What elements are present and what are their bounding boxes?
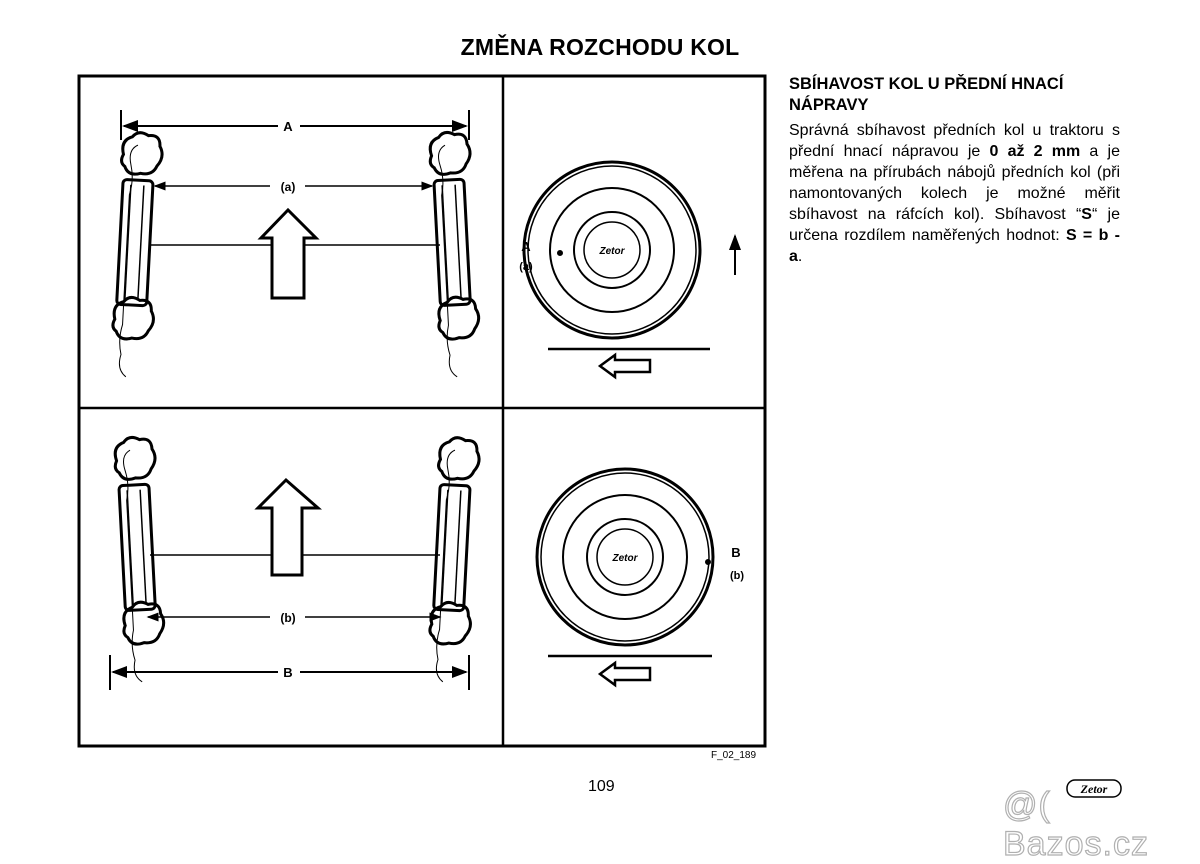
page-number: 109 [588,778,615,795]
hub-logo: Zetor [599,246,626,257]
toe-in-value: 0 až 2 mm [989,143,1081,160]
top-view-rear [109,434,482,690]
top-view-toe-in [108,110,484,380]
formula: S = b - a [789,227,1121,265]
zetor-logo: Zetor [1066,779,1122,798]
mark-B-label: B [731,545,740,560]
section-paragraph: Správná sbíhavost předních kol u traktor… [789,120,1120,267]
svg-text:Zetor: Zetor [1080,782,1108,796]
dimension-B-label: B [283,665,292,680]
section-heading: SBÍHAVOST KOL U PŘEDNÍ HNACÍ NÁPRAVY [789,75,1064,114]
watermark: @( Bazos.cz [1002,785,1149,863]
page-title: ZMĚNA ROZCHODU KOL [460,34,740,60]
symbol-s: S [1081,206,1092,223]
mark-a-label: (a) [519,261,533,273]
wheel-side-view-front [522,160,741,380]
dimension-a-label: (a) [281,180,296,194]
figure-id: F_02_189 [711,750,757,761]
text: “ je určena rozdílem naměřených hodnot: [789,206,1121,244]
section-text: SBÍHAVOST KOL U PŘEDNÍ HNACÍ NÁPRAVY Spr… [789,74,1120,267]
text: Správná sbíhavost předních kol u traktor… [789,122,1120,160]
wheel-side-view-rear [535,467,715,688]
mark-b-label: (b) [730,570,744,582]
text: a je měřena na přírubách nábojů předních… [789,143,1120,223]
mark-A-label: A [521,239,531,254]
dimension-A-label: A [283,119,293,134]
figure-frame [77,74,767,748]
toe-in-figure: A (a) Zetor A (a) B (b) [77,74,767,748]
dimension-b-label: (b) [280,611,295,625]
text: . [797,248,803,265]
hub-logo: Zetor [612,553,639,564]
